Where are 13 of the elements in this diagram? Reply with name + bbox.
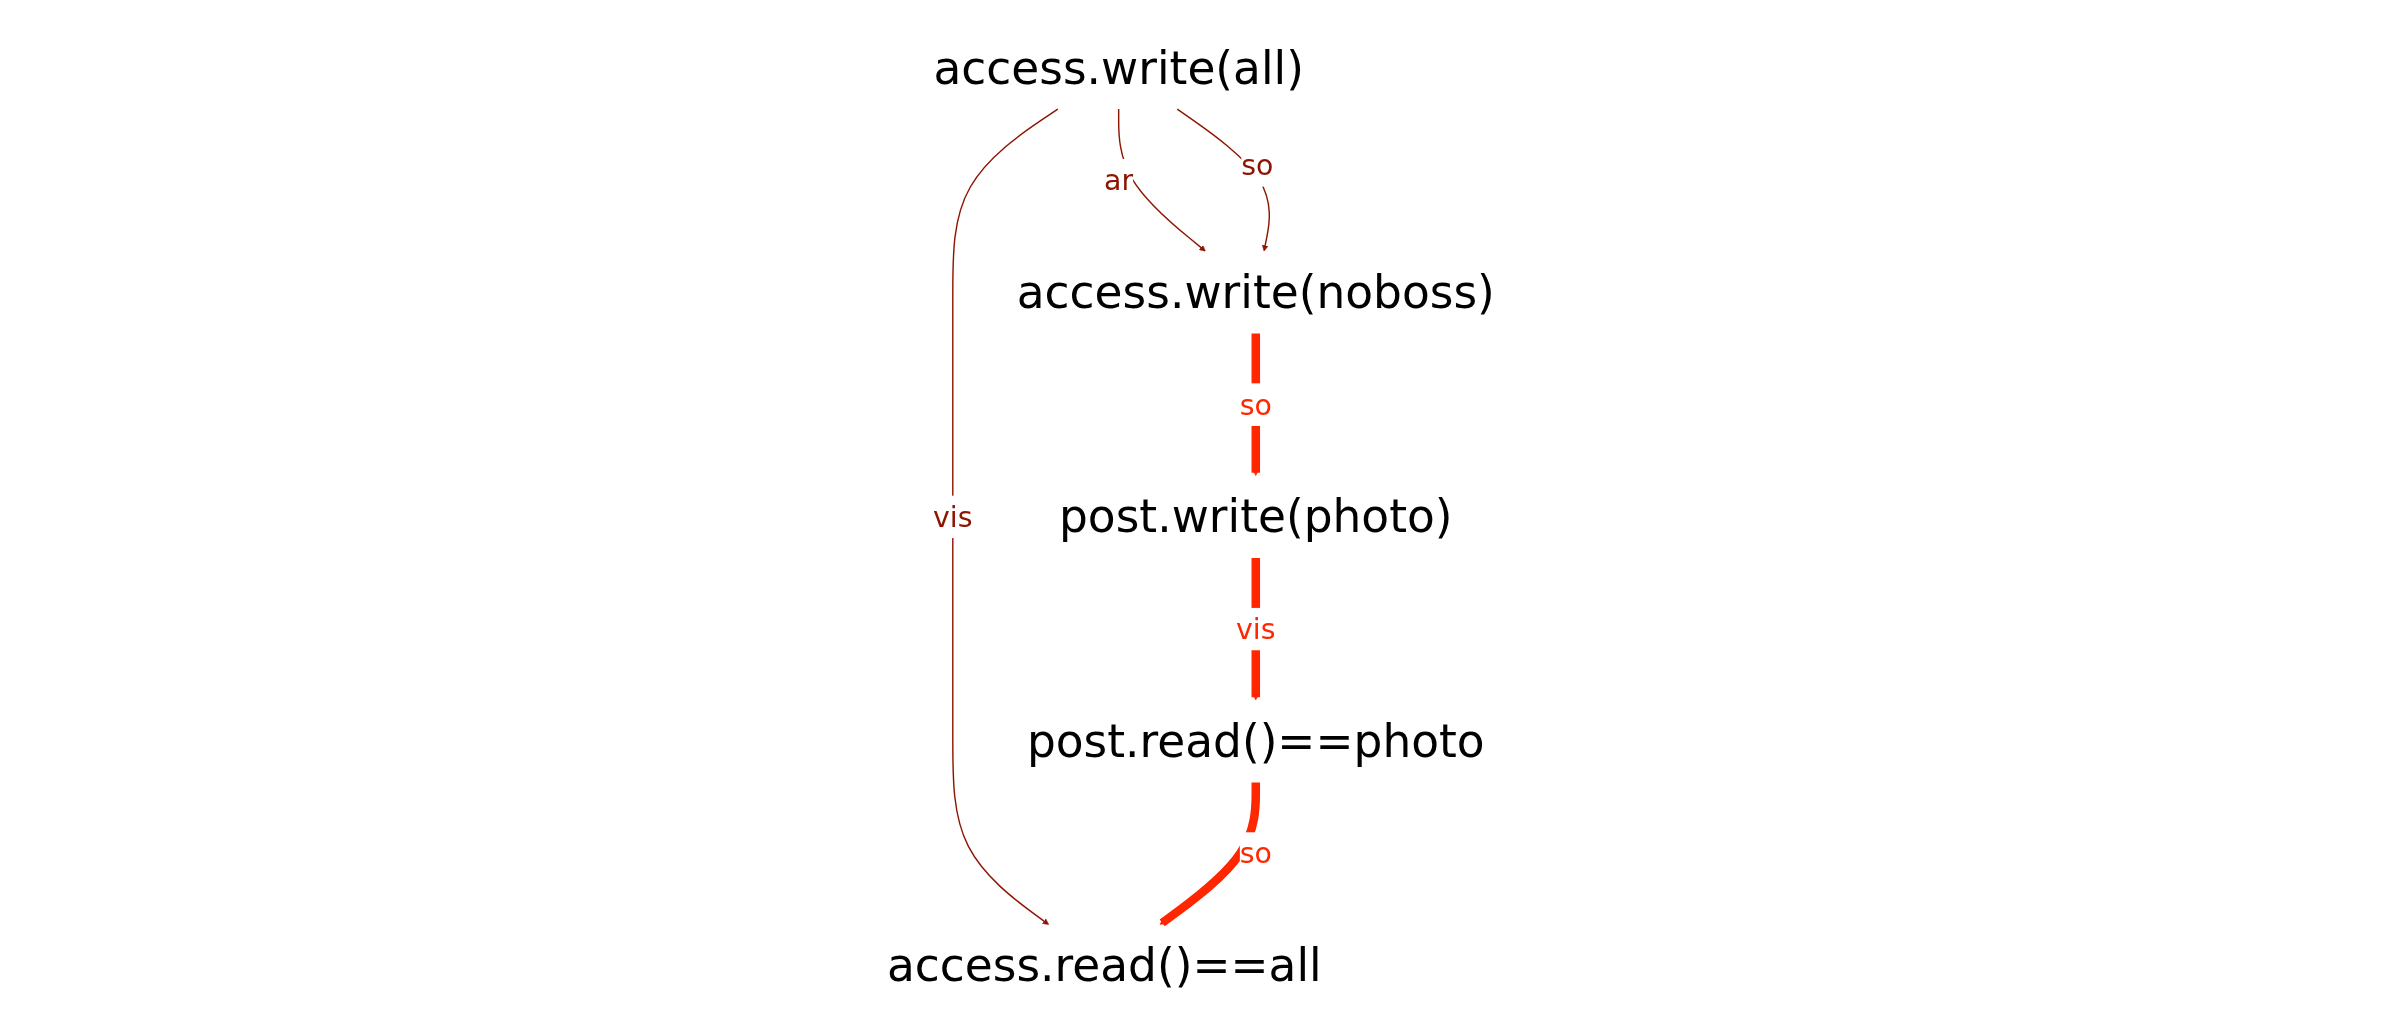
- edge-label: so: [1240, 148, 1274, 182]
- arrow: [951, 108, 1059, 925]
- node-text: access.read()==all: [886, 939, 1322, 992]
- edge-label: so: [1239, 836, 1272, 870]
- node-text: post.read()==photo: [1026, 714, 1485, 768]
- node-text: post.write(photo): [1058, 490, 1453, 543]
- edge-label: ar: [1103, 163, 1133, 197]
- edge-label: so: [1239, 387, 1272, 421]
- edge-label: vis: [932, 500, 973, 533]
- edge-label: vis: [1235, 612, 1276, 646]
- node-text: access.write(noboss): [1016, 265, 1495, 319]
- arrow: [1159, 782, 1260, 926]
- node-text: access.write(all): [933, 41, 1304, 94]
